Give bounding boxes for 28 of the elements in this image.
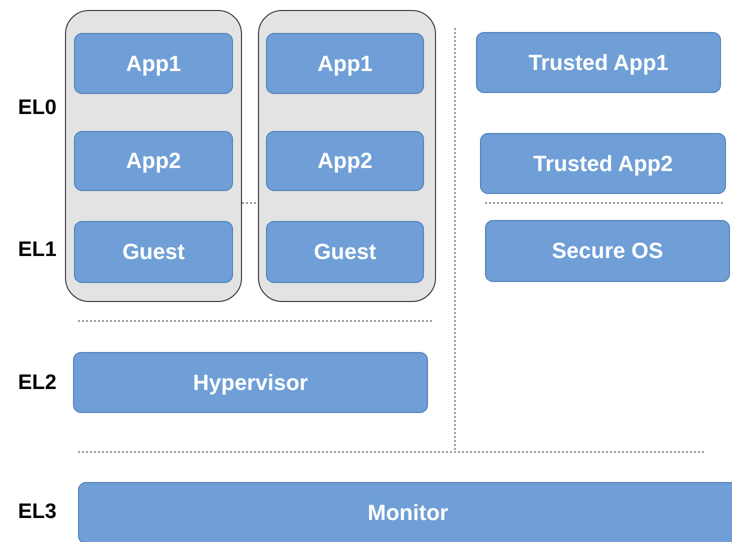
box-label: Guest (314, 239, 376, 265)
exception-level-label: EL0 (18, 96, 57, 120)
container-box (65, 10, 242, 302)
box-label: App2 (318, 148, 372, 174)
exception-level-label: EL3 (18, 500, 57, 524)
container-box (258, 10, 436, 302)
layer-box (266, 221, 424, 283)
layer-box (266, 131, 424, 191)
box-label: App2 (126, 148, 181, 174)
box-label: Trusted App2 (533, 150, 673, 176)
exception-level-label: EL1 (18, 238, 57, 262)
layer-box (476, 32, 721, 93)
layer-box (266, 33, 424, 94)
box-label: App1 (318, 50, 372, 76)
box-label: Secure OS (552, 238, 664, 264)
box-label: Hypervisor (193, 370, 308, 396)
box-label: Trusted App1 (528, 50, 668, 76)
box-label: App1 (126, 50, 181, 76)
layer-box (480, 133, 726, 194)
layer-box (73, 352, 428, 413)
layer-box (74, 221, 233, 283)
box-label: Guest (122, 239, 185, 265)
layer-box (78, 482, 732, 542)
layer-box (74, 131, 233, 191)
exception-level-label: EL2 (18, 371, 57, 395)
box-label: Monitor (368, 500, 448, 526)
layer-box (74, 33, 233, 94)
layer-box (485, 220, 730, 282)
